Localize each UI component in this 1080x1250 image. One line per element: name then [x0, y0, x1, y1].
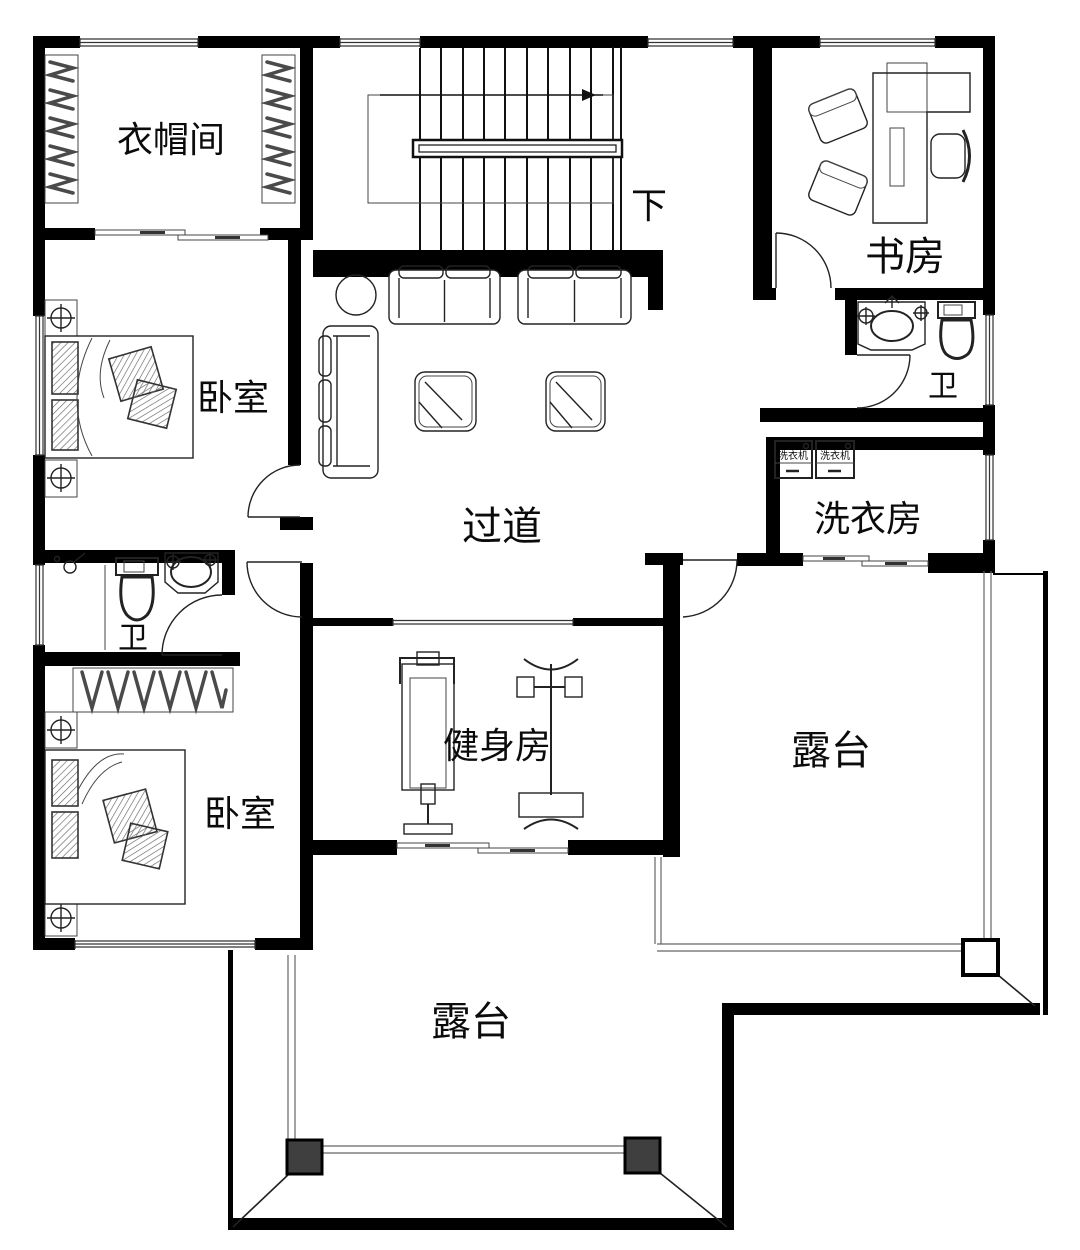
room-label-terrace-right: 露台	[791, 728, 871, 774]
office-chair	[930, 129, 971, 183]
sliding-door-cloakroom	[94, 229, 269, 241]
throw-pillow	[121, 822, 169, 870]
room-label-bath-right: 卫	[928, 369, 958, 404]
shower-head	[53, 552, 86, 574]
coffee-table	[545, 371, 606, 432]
room-label-bedroom-top: 卧室	[197, 378, 269, 419]
washing-machine: 洗衣机	[774, 440, 813, 479]
window-bottom-bedroom	[74, 940, 256, 949]
lamp	[47, 716, 75, 744]
window-top-cloakroom	[79, 38, 199, 47]
washer-label: 洗衣机	[778, 449, 808, 462]
column-dark	[623, 1136, 662, 1175]
hallway-furniture	[318, 265, 632, 479]
window-right-bath	[985, 314, 994, 406]
side-table-round	[335, 274, 377, 316]
terrace-railings	[232, 571, 1036, 1228]
window-right-laundry	[985, 454, 994, 541]
armchair	[808, 88, 868, 144]
sofa-three-seat	[318, 325, 379, 479]
door-terrace	[682, 559, 738, 618]
toilet	[937, 301, 976, 360]
blanket-fold	[76, 337, 111, 457]
door-bath-right	[856, 354, 911, 409]
washer-label: 洗衣机	[820, 449, 850, 462]
pillow	[51, 399, 79, 451]
room-label-bath-left: 卫	[118, 621, 148, 656]
room-label-bedroom-bottom: 卧室	[204, 794, 276, 835]
bed	[44, 749, 186, 905]
columns	[285, 938, 1000, 1176]
room-label-study: 书房	[865, 234, 945, 280]
room-label-hallway: 过道	[462, 504, 542, 550]
door-bedroom-top	[247, 464, 301, 518]
door-bedroom-bottom	[246, 561, 303, 618]
stair-direction-arrow	[380, 89, 603, 101]
door-study	[775, 232, 832, 289]
windows	[35, 38, 994, 949]
toilet	[115, 557, 159, 622]
stair-handrail	[411, 138, 624, 159]
staircase	[367, 47, 624, 250]
door-bath-left	[161, 594, 223, 656]
window-gym-top	[392, 619, 574, 626]
room-label-gym: 健身房	[443, 726, 551, 767]
room-labels: 衣帽间 下 书房 卧室 卫 洗衣房 过道 卫 健身房 露台 卧室 露台	[117, 120, 958, 1045]
throw-pillow	[126, 378, 178, 430]
pillow	[51, 759, 79, 807]
room-label-cloakroom: 衣帽间	[117, 120, 225, 161]
laundry-appliances: 洗衣机 洗衣机	[774, 440, 855, 479]
bath-left-fixtures	[53, 552, 219, 650]
sink	[164, 552, 219, 594]
sofa-two-seat	[388, 265, 501, 325]
bed	[44, 335, 194, 459]
closet	[72, 667, 234, 715]
corner-diagonal	[659, 1172, 728, 1228]
bedroom-bottom-furniture	[44, 667, 234, 937]
lamp	[47, 464, 75, 492]
sliding-door-gym	[396, 842, 569, 854]
pillow	[51, 811, 79, 859]
window-top-corridor	[647, 38, 734, 47]
washing-machine: 洗衣机	[815, 440, 855, 479]
nightstand	[44, 459, 78, 498]
exercise-machine	[516, 658, 584, 830]
study-furniture	[808, 62, 971, 224]
cloakroom-closets	[43, 54, 297, 204]
treadmill	[399, 651, 455, 835]
bedroom-top-furniture	[44, 299, 194, 498]
corner-diagonal	[997, 974, 1036, 1007]
window-top-stairs	[339, 38, 421, 47]
corner-diagonal	[232, 1172, 291, 1228]
lamp	[47, 304, 75, 332]
gym-equipment	[399, 651, 584, 835]
column-dark	[285, 1138, 324, 1176]
stair-down-label: 下	[631, 186, 667, 227]
coffee-table	[414, 371, 477, 432]
window-left-bath	[35, 564, 44, 646]
column-light	[961, 938, 1000, 977]
room-label-laundry: 洗衣房	[814, 499, 922, 540]
sliding-doors	[94, 229, 929, 854]
pillow	[51, 341, 79, 395]
window-left-bedroom-top	[35, 315, 44, 456]
bath-right-fixtures	[857, 295, 976, 360]
armchair	[808, 160, 868, 216]
window-top-study	[819, 38, 936, 47]
blanket-fold	[77, 753, 125, 805]
room-label-terrace-bottom: 露台	[431, 999, 511, 1045]
sink	[857, 295, 929, 351]
desk-paper	[886, 62, 928, 113]
walls	[33, 36, 1048, 1230]
desk	[872, 72, 971, 224]
keyboard-tray	[889, 127, 905, 187]
nightstand	[44, 711, 78, 749]
lamp	[47, 904, 75, 932]
sliding-door-laundry	[802, 555, 929, 567]
sofa-two-seat	[517, 265, 632, 325]
doors	[161, 232, 911, 656]
